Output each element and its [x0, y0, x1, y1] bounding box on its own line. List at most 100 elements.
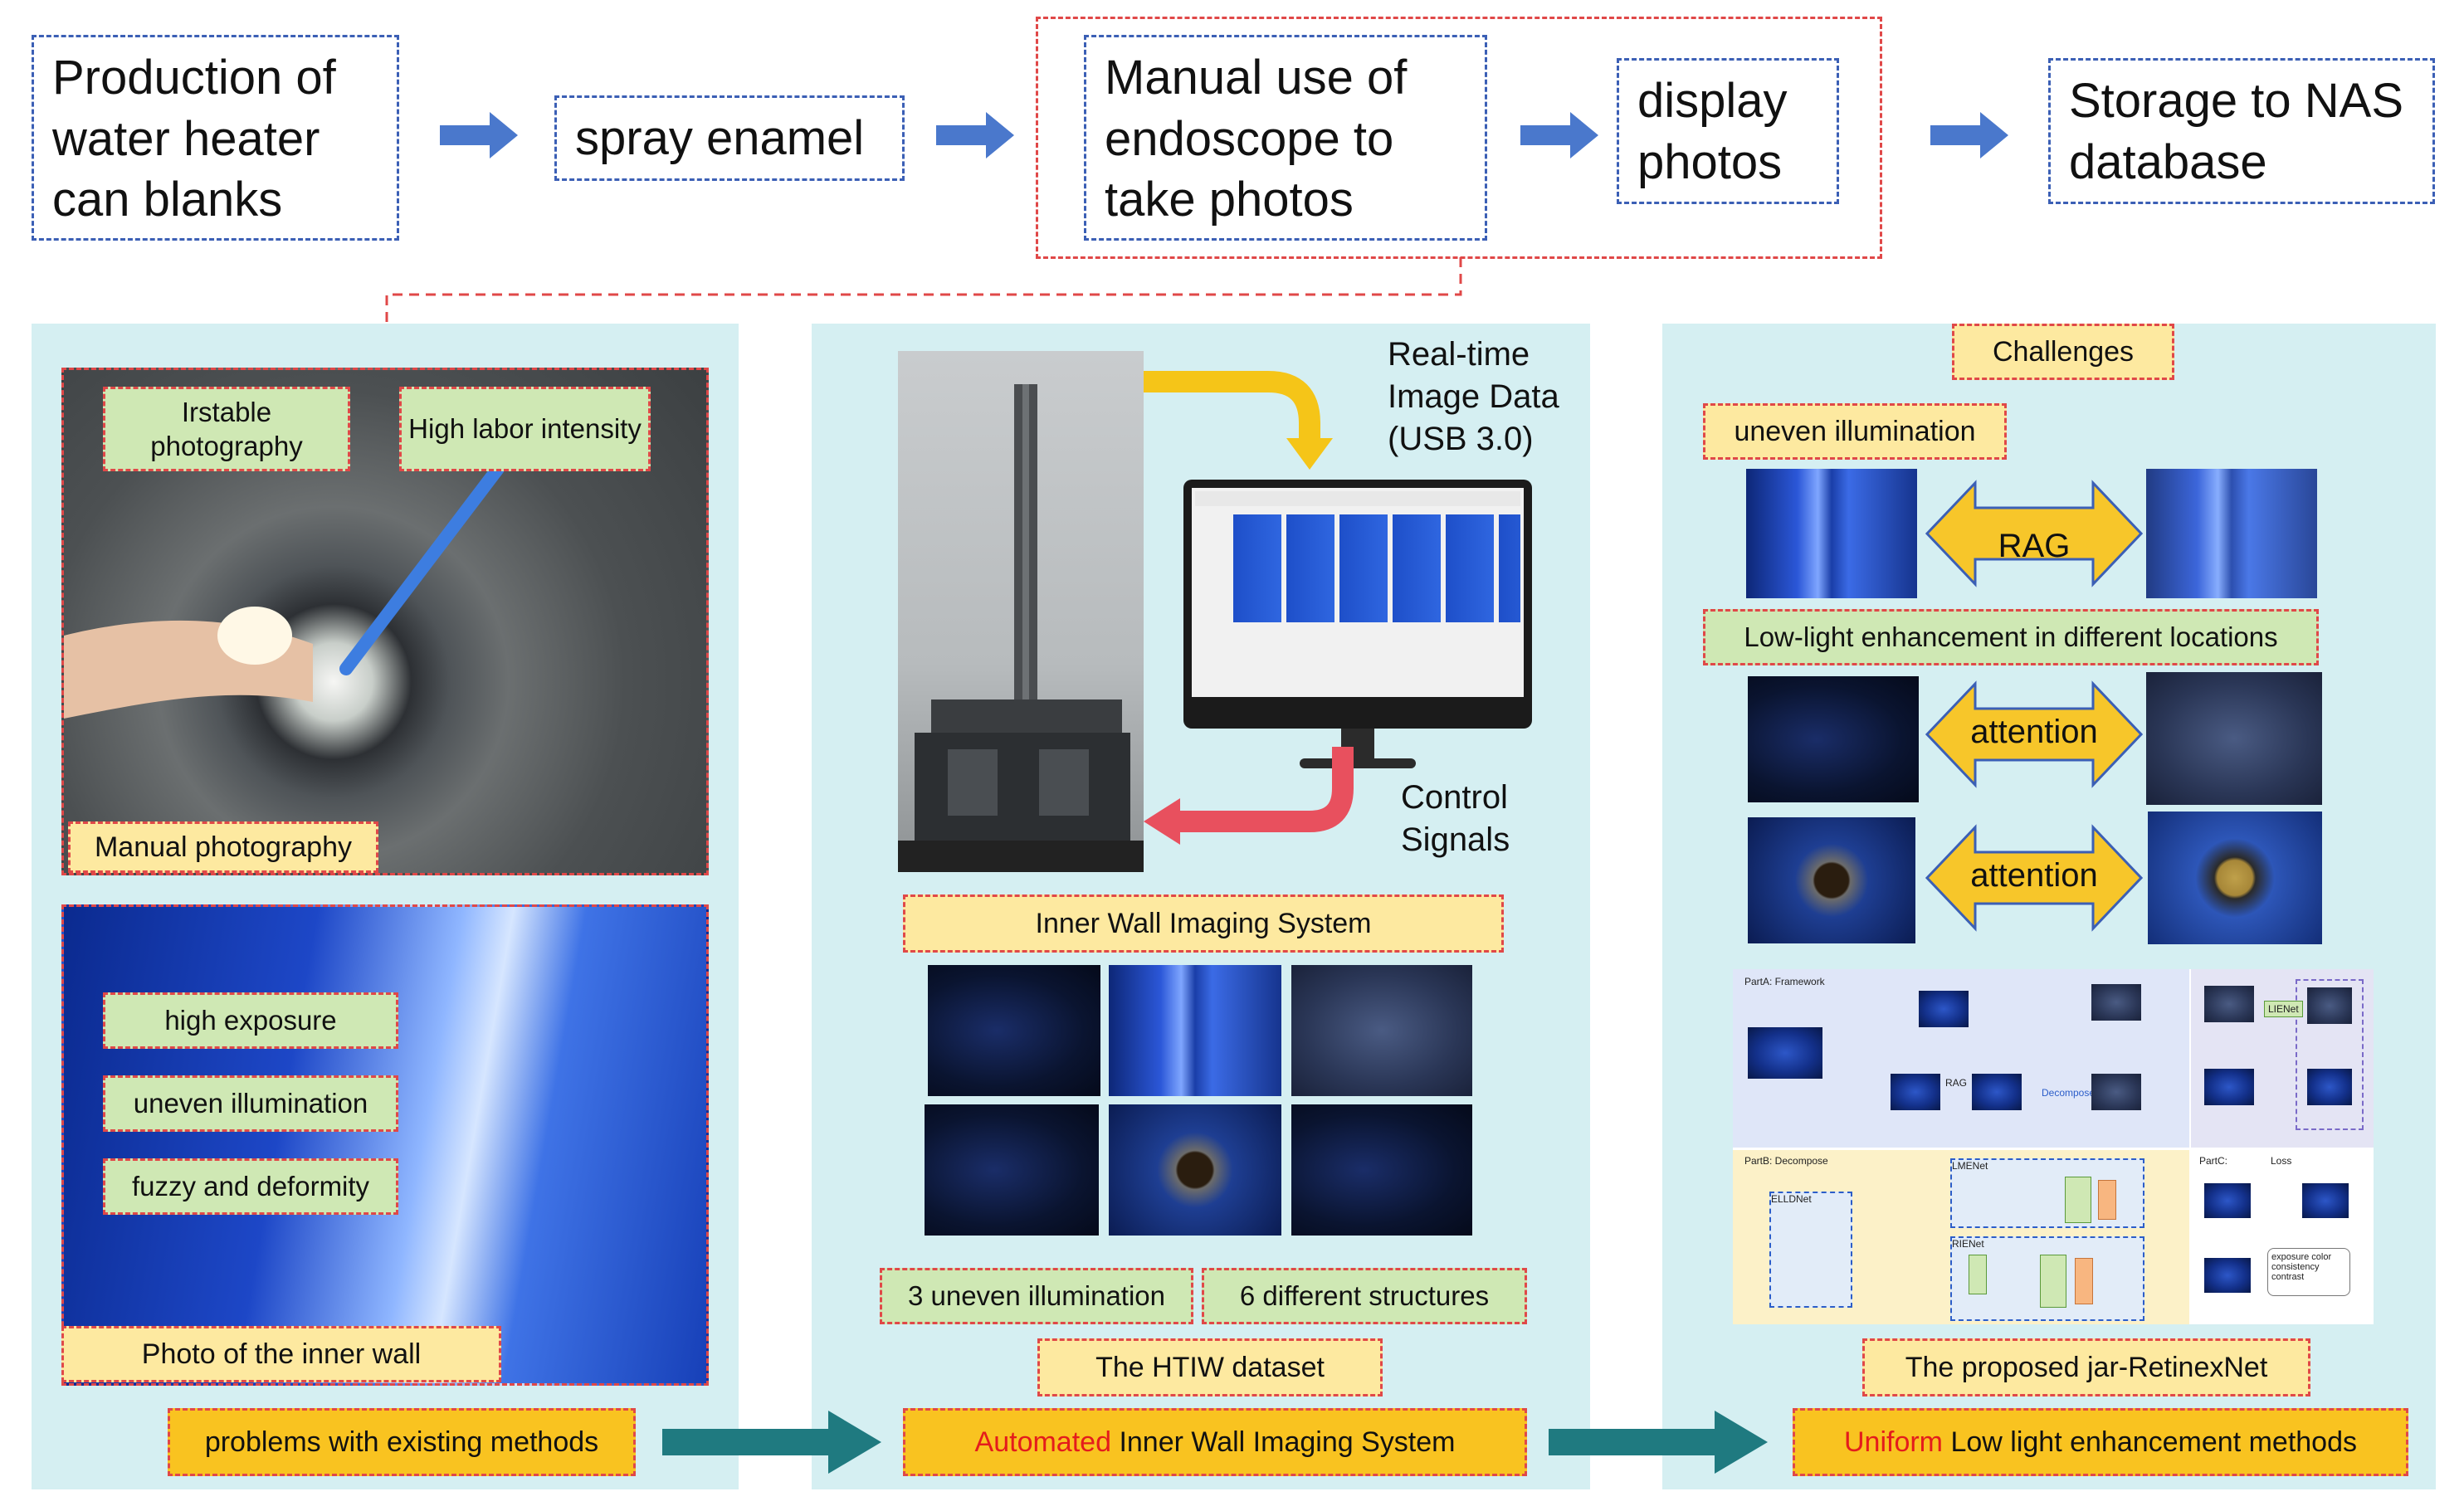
inner-wall-imaging-system-label: Inner Wall Imaging System — [903, 894, 1504, 953]
realtime-data-arrow-icon — [1144, 371, 1333, 470]
tag-labor-text: High labor intensity — [408, 413, 642, 445]
imaging-rig-photo — [898, 351, 1144, 872]
tag-6-different-structures: 6 different structures — [1202, 1268, 1527, 1324]
automated-red-text: Automated — [974, 1426, 1111, 1458]
monitor-base — [1300, 758, 1416, 768]
caption-inner-text: Photo of the inner wall — [141, 1338, 422, 1370]
htiw-dataset-label: The HTIW dataset — [1037, 1338, 1383, 1396]
lmenet-ffm-block — [2098, 1180, 2116, 1220]
automated-imaging-system: Automated Inner Wall Imaging System — [903, 1408, 1527, 1476]
lienet-label: LIENet — [2264, 1001, 2303, 1017]
input-image — [1748, 1027, 1822, 1079]
arrow-right-icon — [1930, 112, 2008, 158]
dataset-image-5 — [1109, 1104, 1281, 1236]
part-a-label: PartA: Framework — [1744, 976, 1825, 987]
proposed-text: The proposed jar-RetinexNet — [1905, 1351, 2268, 1383]
loss-terms-box: exposure color consistency contrast — [2267, 1248, 2350, 1296]
lmenet-text: LMENet — [1952, 1160, 1988, 1172]
caption-inner-wall: Photo of the inner wall — [61, 1326, 501, 1382]
control-signals-label: Control Signals — [1401, 777, 1534, 861]
framework-diagram: PartA: Framework RAG Decompose LIENet Pa… — [1733, 969, 2374, 1324]
lmenet-box: LMENet — [1950, 1158, 2144, 1228]
rag-text: RAG — [1998, 528, 2071, 564]
challenges-label: Challenges — [1952, 324, 2174, 380]
step-production-text: Production of water heater can blanks — [52, 51, 336, 227]
elldnet-text: ELLDNet — [1771, 1193, 1812, 1205]
attention-before-image-1 — [1748, 676, 1919, 802]
automated-text-wrap: Automated Inner Wall Imaging System — [975, 1426, 1456, 1459]
tag-high-labor: High labor intensity — [399, 387, 651, 471]
dataset-image-1 — [928, 965, 1100, 1096]
system-label-text: Inner Wall Imaging System — [1035, 907, 1372, 939]
rienet-box: RIENet — [1950, 1236, 2144, 1321]
caption-manual-photography: Manual photography — [68, 821, 378, 873]
control-text: Control Signals — [1401, 779, 1510, 858]
proposed-retinexnet-label: The proposed jar-RetinexNet — [1862, 1338, 2310, 1396]
step-spray-box: spray enamel — [554, 95, 905, 181]
attention2-text: attention — [1970, 857, 2098, 894]
loss-r2-image — [2302, 1183, 2349, 1218]
r1-image — [2307, 1069, 2352, 1105]
uniform-enhancement-methods: Uniform Low light enhancement methods — [1793, 1408, 2408, 1476]
dataset-image-4 — [925, 1104, 1099, 1236]
step-storage-text: Storage to NAS database — [2069, 74, 2403, 189]
dataset-image-2 — [1109, 965, 1281, 1096]
uniform-red-text: Uniform — [1843, 1426, 1944, 1458]
framework-part-b: PartB: Decompose ELLDNet LMENet RIENet — [1733, 1150, 2189, 1324]
step-display-text: display photos — [1637, 74, 1788, 189]
arrow-right-icon — [1549, 1411, 1768, 1474]
part-c-label: PartC: — [2199, 1155, 2228, 1167]
attention-label-2: attention — [1925, 857, 2143, 894]
problems-existing-methods: problems with existing methods — [168, 1408, 636, 1476]
tag-uneven3-text: 3 uneven illumination — [907, 1280, 1166, 1312]
r2l2-image — [2091, 1074, 2141, 1110]
lmenet-transformer-block — [2065, 1177, 2091, 1223]
uneven-label-text: uneven illumination — [1734, 415, 1976, 447]
tag-high-exposure: high exposure — [103, 992, 398, 1049]
rienet-llp-block — [1969, 1255, 1987, 1294]
loss-label: Loss — [2271, 1155, 2292, 1167]
manual-process-group — [1036, 17, 1882, 259]
loss-terms-text: exposure color consistency contrast — [2271, 1252, 2332, 1282]
part-b-label: PartB: Decompose — [1744, 1155, 1828, 1167]
uniform-rest-text: Low light enhancement methods — [1943, 1426, 2357, 1458]
d2-rag-image — [1972, 1074, 2022, 1110]
uneven-after-image — [2146, 469, 2317, 598]
step-endoscope-text: Manual use of endoscope to take photos — [1105, 51, 1408, 227]
elldnet-box: ELLDNet — [1769, 1192, 1852, 1308]
problems-text: problems with existing methods — [204, 1426, 599, 1458]
tag-unstable-text: Irstable photography — [150, 396, 303, 461]
lowlight-text: Low-light enhancement in different locat… — [1744, 621, 2278, 653]
rienet-ffm-block — [2075, 1258, 2093, 1304]
monitor-thumbnails — [1233, 514, 1520, 622]
tag-exposure-text: high exposure — [164, 1005, 337, 1036]
attention1-text: attention — [1970, 714, 2098, 750]
attention-before-image-2 — [1748, 817, 1915, 943]
d1-image — [1919, 991, 1969, 1027]
challenges-text: Challenges — [1992, 335, 2135, 368]
lienet-dashed-box — [2296, 979, 2364, 1130]
dataset-text: The HTIW dataset — [1095, 1351, 1325, 1383]
tag-unstable-photography: Irstable photography — [103, 387, 350, 471]
monitor-display — [1183, 480, 1532, 768]
r1l1-image — [2091, 984, 2141, 1021]
uneven-before-image — [1746, 469, 1917, 598]
tag-fuzzy-deformity: fuzzy and deformity — [103, 1158, 398, 1215]
arrow-right-icon — [440, 112, 518, 158]
monitor-toolbar — [1195, 491, 1520, 506]
tag-fuzzy-text: fuzzy and deformity — [131, 1171, 370, 1202]
attention-label-1: attention — [1925, 714, 2143, 751]
uneven-illumination-label: uneven illumination — [1703, 403, 2007, 460]
rag-small-label: RAG — [1945, 1077, 1968, 1089]
step-spray-text: spray enamel — [575, 111, 865, 165]
rienet-text: RIENet — [1952, 1238, 1984, 1250]
attention-double-arrow-icon — [1925, 680, 2143, 788]
arrow-right-icon — [662, 1411, 881, 1474]
framework-part-a: PartA: Framework RAG Decompose — [1733, 969, 2189, 1148]
l1-image — [2204, 986, 2254, 1022]
arrow-right-icon — [1520, 112, 1598, 158]
step-display-box: display photos — [1617, 58, 1839, 204]
automated-rest-text: Inner Wall Imaging System — [1111, 1426, 1456, 1458]
step-storage-box: Storage to NAS database — [2048, 58, 2435, 204]
attention-after-image-2 — [2148, 812, 2322, 944]
